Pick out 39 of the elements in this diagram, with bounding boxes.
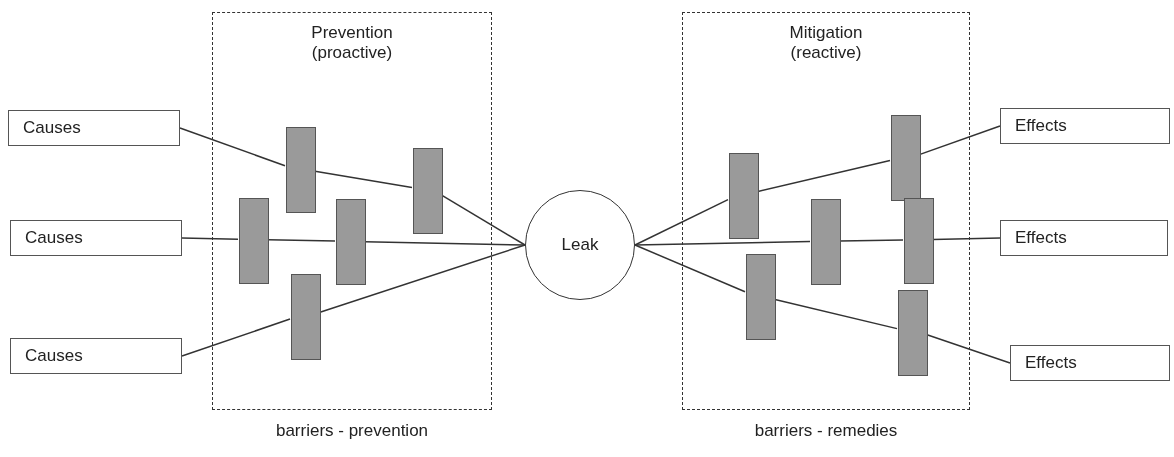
connector-line [926, 334, 1011, 364]
barrier-bar [336, 199, 366, 286]
barrier-bar [891, 115, 921, 201]
group-title: Prevention (proactive) [310, 23, 394, 63]
group-label: barriers - remedies [754, 421, 898, 441]
connector-line [179, 127, 286, 167]
effect-box: Effects [1010, 345, 1170, 381]
barrier-bar [904, 197, 934, 284]
barrier-bar [291, 274, 321, 361]
connector-line [181, 237, 239, 241]
cause-box: Causes [8, 110, 180, 146]
connector-line [634, 240, 811, 246]
connector-line [441, 194, 526, 246]
barrier-bar [413, 148, 443, 234]
connector-line [319, 244, 526, 314]
barrier-bar [239, 197, 269, 284]
barrier-bar [746, 254, 776, 340]
group-label: barriers - prevention [275, 421, 429, 441]
barrier-bar [898, 290, 928, 377]
connector-line [364, 240, 526, 246]
connector-line [267, 239, 336, 242]
barrier-bar [286, 126, 316, 213]
connector-line [839, 239, 904, 242]
barrier-bar [729, 153, 759, 239]
group-title: Mitigation (reactive) [788, 23, 864, 63]
connector-line [181, 318, 291, 357]
connector-line [634, 244, 746, 293]
connector-line [774, 298, 898, 330]
barrier-bar [811, 199, 841, 286]
cause-box: Causes [10, 338, 182, 374]
event-circle: Leak [525, 190, 635, 300]
connector-line [314, 170, 413, 189]
connector-line [757, 159, 891, 193]
connector-line [634, 198, 729, 246]
connector-line [919, 125, 1001, 156]
effect-box: Effects [1000, 108, 1170, 144]
cause-box: Causes [10, 220, 182, 256]
connector-line [932, 237, 1001, 241]
effect-box: Effects [1000, 220, 1168, 256]
